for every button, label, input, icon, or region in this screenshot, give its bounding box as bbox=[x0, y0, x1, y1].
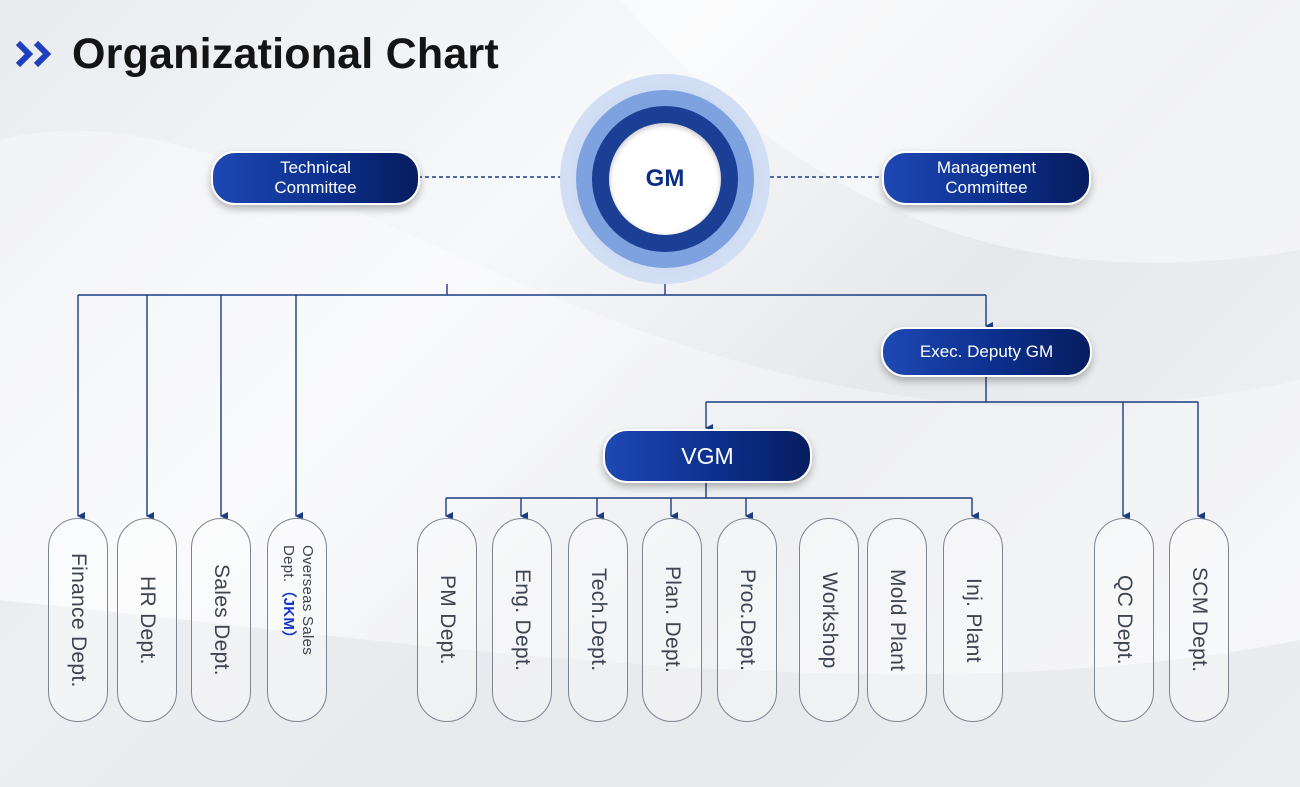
dept-workshop[interactable]: Workshop bbox=[799, 518, 859, 722]
page-title-wrap: Organizational Chart bbox=[14, 24, 499, 84]
dept-label: Plan. Dept. bbox=[661, 566, 684, 674]
dept-label: Workshop bbox=[818, 571, 841, 669]
dept-sales[interactable]: Sales Dept. bbox=[191, 518, 251, 722]
dept-hr[interactable]: HR Dept. bbox=[117, 518, 177, 722]
dept-eng[interactable]: Eng. Dept. bbox=[492, 518, 552, 722]
technical-committee-line2: Committee bbox=[274, 178, 357, 197]
gm-node[interactable]: GM bbox=[609, 123, 721, 235]
dept-label: Overseas Sales Dept. bbox=[280, 545, 316, 656]
technical-committee-line1: Technical bbox=[280, 158, 351, 178]
dept-tech[interactable]: Tech.Dept. bbox=[568, 518, 628, 722]
dept-overseas-sales[interactable]: Overseas Sales Dept.（JKM） bbox=[267, 518, 327, 722]
dept-scm[interactable]: SCM Dept. bbox=[1169, 518, 1229, 722]
dept-label: Sales Dept. bbox=[210, 564, 233, 676]
exec-deputy-gm-node[interactable]: Exec. Deputy GM bbox=[881, 327, 1092, 377]
dept-label: SCM Dept. bbox=[1188, 567, 1211, 673]
page-title: Organizational Chart bbox=[72, 29, 499, 78]
management-committee-node[interactable]: Management Committee bbox=[882, 151, 1091, 205]
dept-proc[interactable]: Proc.Dept. bbox=[717, 518, 777, 722]
exec-deputy-gm-label: Exec. Deputy GM bbox=[919, 342, 1054, 362]
dept-mold-plant[interactable]: Mold Plant bbox=[867, 518, 927, 722]
technical-committee-node[interactable]: Technical Committee bbox=[211, 151, 420, 205]
dept-label: Mold Plant bbox=[886, 568, 909, 672]
dept-finance[interactable]: Finance Dept. bbox=[48, 518, 108, 722]
dept-label: Eng. Dept. bbox=[511, 568, 534, 672]
management-committee-line2: Committee bbox=[945, 178, 1028, 197]
dept-tag-jkm: （JKM） bbox=[280, 582, 297, 646]
dept-label: Finance Dept. bbox=[67, 552, 90, 688]
dept-label: Inj. Plant bbox=[962, 577, 985, 663]
vgm-node[interactable]: VGM bbox=[603, 429, 812, 483]
gm-label: GM bbox=[645, 165, 685, 192]
dept-pm[interactable]: PM Dept. bbox=[417, 518, 477, 722]
dept-label-overseas: Overseas Sales Dept.（JKM） bbox=[278, 545, 316, 695]
double-chevron-right-icon bbox=[15, 40, 52, 68]
dept-label: PM Dept. bbox=[436, 575, 459, 665]
dept-label: HR Dept. bbox=[136, 575, 159, 665]
vgm-label: VGM bbox=[681, 442, 734, 469]
management-committee-line1: Management bbox=[936, 158, 1037, 178]
dept-qc[interactable]: QC Dept. bbox=[1094, 518, 1154, 722]
dept-label: QC Dept. bbox=[1113, 575, 1136, 665]
dept-label: Tech.Dept. bbox=[587, 568, 610, 672]
dept-plan[interactable]: Plan. Dept. bbox=[642, 518, 702, 722]
dept-label: Proc.Dept. bbox=[736, 568, 759, 672]
dept-inj-plant[interactable]: Inj. Plant bbox=[943, 518, 1003, 722]
